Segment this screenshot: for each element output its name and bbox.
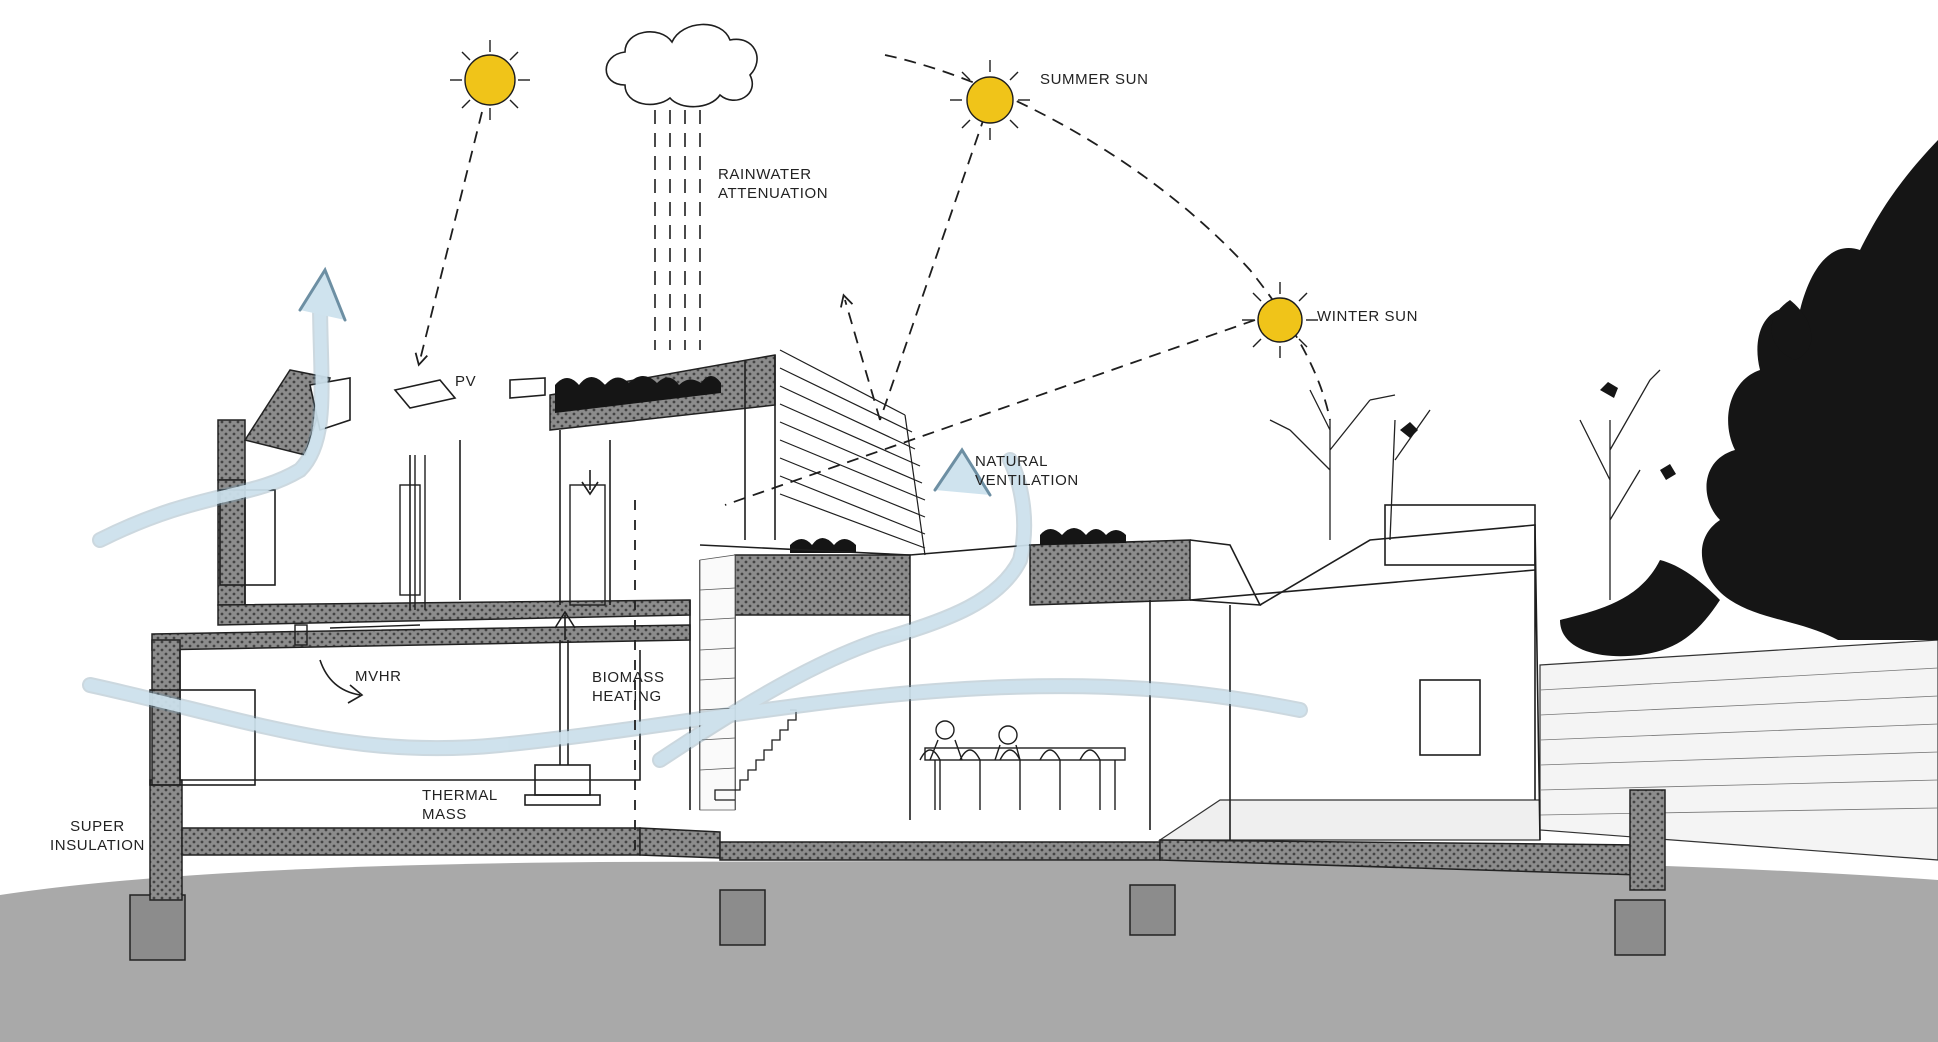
brise-soleil-louvres [779,349,926,556]
label-thermal-mass: THERMAL MASS [422,786,498,824]
tree-bare-right [1579,369,1661,600]
mvhr-arrow [319,659,364,704]
winter-sun [1242,282,1318,358]
upper-slab [217,599,691,626]
winter-sun-ray [724,319,1256,506]
ventilation-arrow-down [581,470,599,496]
staircase [714,709,797,801]
sun-top-left [450,40,530,120]
airflow-exhaust-up-mid [933,447,992,497]
foliage-clumps [1400,382,1676,480]
label-natural-ventilation-line2: VENTILATION [975,472,1079,489]
summer-sun-ray [879,114,986,421]
biomass-heating-arrow [554,610,576,640]
indicator-arrows [319,470,599,704]
label-winter-sun: WINTER SUN [1317,308,1418,325]
label-summer-sun: SUMMER SUN [1040,71,1149,88]
right-roof [1029,539,1191,606]
tree-bare-left [1269,389,1431,541]
summer-sun [950,60,1030,140]
ground [0,860,1938,1042]
label-rainwater-line1: RAINWATER [718,166,812,183]
label-natural-ventilation-line1: NATURAL [975,453,1049,470]
summer-sun-arc [884,54,1331,421]
label-thermal-mass-line2: MASS [422,806,467,823]
label-super-insulation-line1: SUPER [70,818,125,835]
label-thermal-mass-line1: THERMAL [422,787,498,804]
label-pv: PV [455,373,477,390]
tree-right-dense [1560,140,1938,657]
super-insulation-wall [149,779,183,901]
label-rainwater-attenuation: RAINWATER ATTENUATION [718,165,828,203]
upper-wall-left [217,419,246,481]
label-super-insulation-line2: INSULATION [50,837,145,854]
label-super-insulation: SUPER INSULATION [50,817,145,855]
label-biomass-line2: HEATING [592,688,662,705]
pv-panels [309,377,546,432]
stair-brick-wall [699,554,736,811]
terrace [1158,799,1541,841]
label-mvhr: MVHR [355,668,402,685]
label-biomass-line1: BIOMASS [592,669,665,686]
label-natural-ventilation: NATURAL VENTILATION [975,452,1079,490]
ground-floor-slab [181,827,641,856]
ray-left-sun-to-pv [414,111,483,367]
pitched-roof [243,369,331,456]
mvhr-ducts [294,455,606,646]
foundation-pads [129,884,1666,961]
green-roof-planting [555,376,1126,553]
label-rainwater-line2: ATTENUATION [718,185,829,202]
rain-lines [654,110,701,350]
first-floor-slab [151,624,691,651]
boundary-wall [1539,639,1938,861]
middle-roof [734,554,911,616]
airflow-streams [82,266,1308,768]
dining-table-chairs [919,720,1126,810]
label-biomass-heating: BIOMASS HEATING [592,668,665,706]
rain-cloud [605,23,758,108]
reflected-ray [840,293,881,421]
airflow-exhaust-up-left [298,266,347,322]
